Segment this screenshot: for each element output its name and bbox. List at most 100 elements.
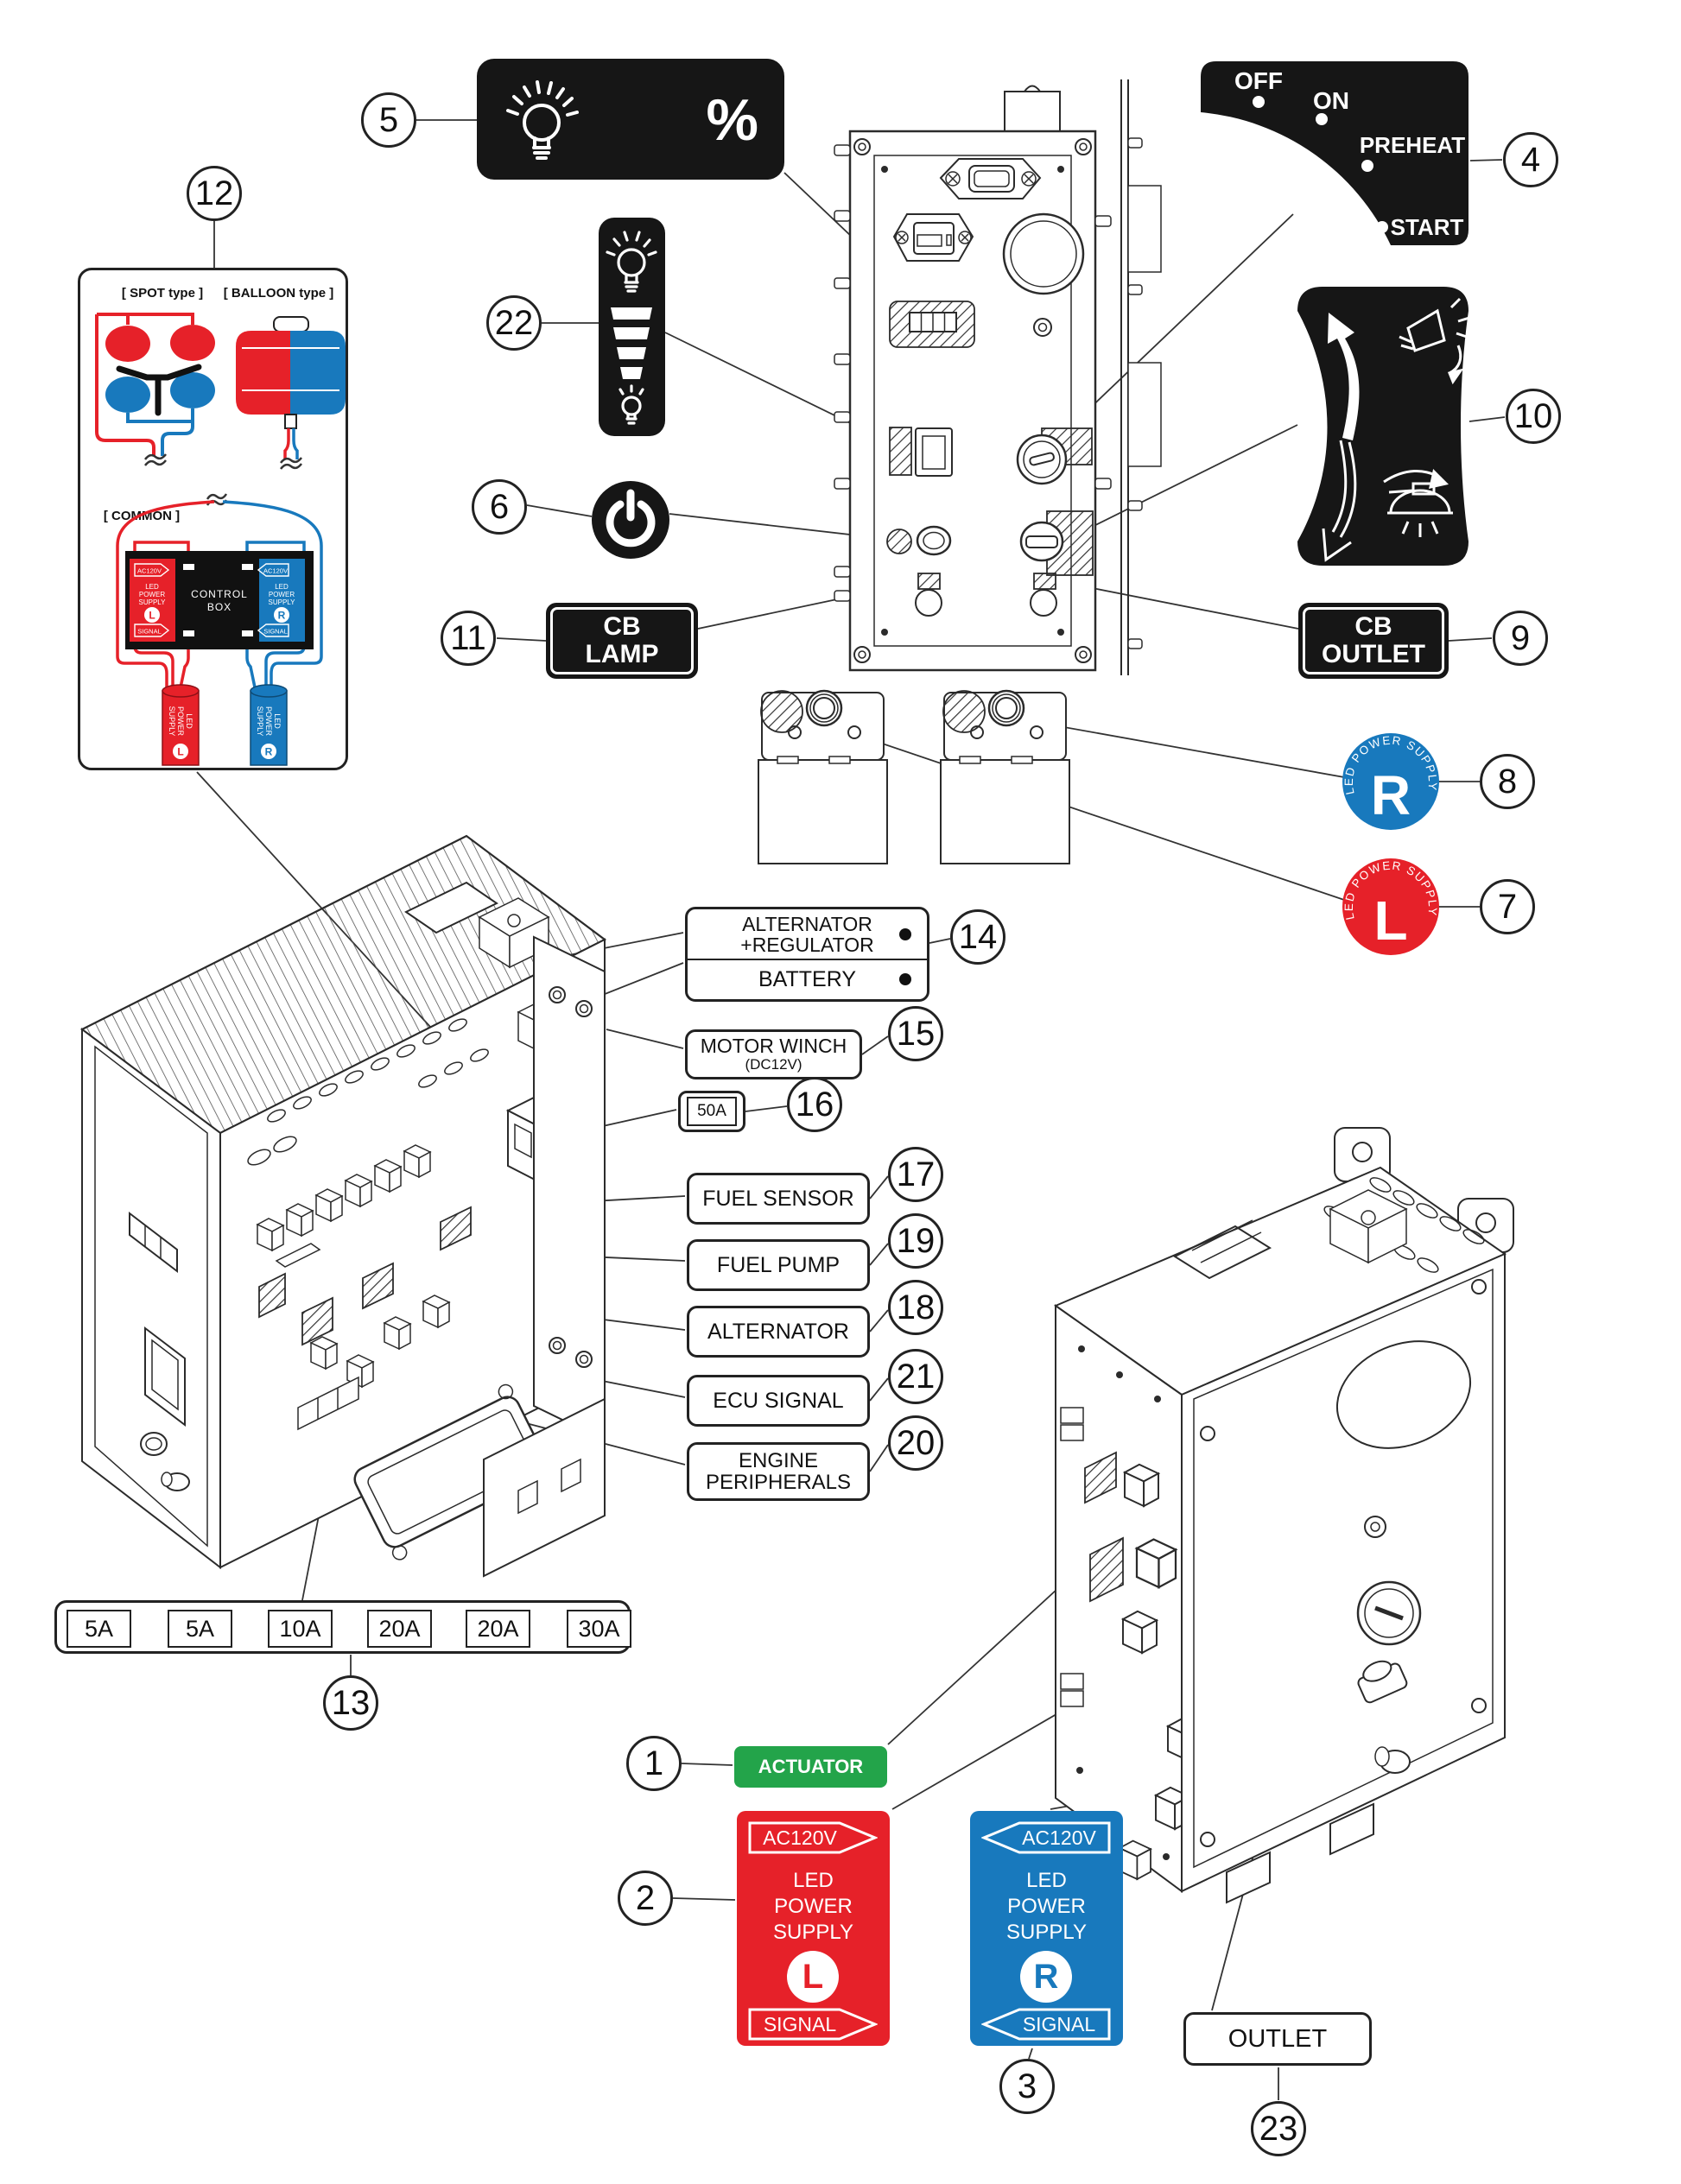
- callout-14: 14: [950, 909, 1005, 965]
- outlet-label: OUTLET: [1183, 2012, 1372, 2066]
- led-text: LED: [1026, 1869, 1067, 1892]
- ac120v-tab: AC120V: [137, 567, 162, 575]
- balloon-type-diagram: [236, 316, 346, 470]
- supply-text: SUPPLY: [269, 598, 296, 606]
- control-box-line1: CONTROL: [191, 588, 248, 600]
- ac120v-tab: AC120V: [263, 567, 288, 575]
- motor-winch-text: MOTOR WINCH: [700, 1035, 847, 1057]
- main-rocker-switch: [144, 1326, 186, 1428]
- fuse-20a: 20A: [466, 1610, 530, 1648]
- fuse-rating-strip: 5A 5A 10A 20A 20A 30A: [54, 1600, 631, 1654]
- signal-tab: SIGNAL: [263, 628, 288, 636]
- socket-plates-drawing: [758, 689, 1070, 864]
- led-power-supply-cylinder-red: LED POWER SUPPLY L: [162, 684, 200, 766]
- signal-text: SIGNAL: [764, 2013, 837, 2035]
- power-text: POWER: [264, 706, 273, 737]
- supply-text: SUPPLY: [256, 706, 264, 737]
- top-terminal-block: [478, 897, 550, 969]
- arrow-up-icon: [1328, 313, 1360, 440]
- engine-peripherals-label: ENGINE PERIPHERALS: [687, 1442, 870, 1501]
- display-connector: [892, 213, 974, 262]
- alternator-regulator-line2: +REGULATOR: [740, 933, 874, 956]
- front-panel-drawing: [834, 79, 1162, 675]
- power-button-cutout: [886, 525, 952, 556]
- callout-1: 1: [626, 1736, 682, 1791]
- battery-label: BATTERY: [758, 967, 856, 991]
- callout-11: 11: [441, 611, 496, 666]
- wire-break: [280, 457, 302, 464]
- signal-tab: SIGNAL: [137, 628, 162, 636]
- cb-lamp-label: CB LAMP: [546, 603, 698, 679]
- callout-21: 21: [888, 1349, 943, 1404]
- lamp-wiring-panel: [ SPOT type ] [ BALLOON type ] [ COMMON …: [78, 268, 348, 770]
- spotlight-up-icon: [1399, 297, 1468, 385]
- callout-2: 2: [618, 1871, 673, 1926]
- box-mounting-bracket: [483, 935, 606, 1578]
- alternator-text: ALTERNATOR: [707, 1319, 849, 1344]
- callout-9: 9: [1493, 611, 1548, 666]
- letter-l: L: [177, 746, 183, 758]
- corner-screws: [853, 138, 1092, 663]
- breaker-50a-label: 50A: [678, 1091, 745, 1132]
- spot-lamp-red: [105, 326, 150, 362]
- supply-text: SUPPLY: [773, 1921, 853, 1944]
- cb-outlet-label: CB OUTLET: [1298, 603, 1449, 679]
- led-power-supply-cylinder-blue: LED POWER SUPPLY R: [250, 684, 288, 766]
- callout-4: 4: [1503, 132, 1558, 187]
- socket-plate-left: [758, 689, 888, 864]
- wire-break: [206, 493, 228, 500]
- brightness-percent-label: %: [477, 59, 784, 180]
- key-switch: [1016, 427, 1093, 485]
- callout-10: 10: [1506, 389, 1561, 444]
- spot-lamp-red: [170, 325, 215, 361]
- badge-letter-r: R: [1371, 764, 1411, 826]
- signal-text: SIGNAL: [1023, 2013, 1096, 2035]
- fuse-5a: 5A: [67, 1610, 131, 1648]
- key-switch-label: OFF ON PREHEAT START: [1201, 61, 1468, 245]
- led-power-supply-l-badge: LED POWER SUPPLY L: [1342, 858, 1439, 955]
- callout-13: 13: [323, 1675, 378, 1731]
- indicator-dot: [899, 928, 911, 940]
- letter-l: L: [802, 1957, 824, 1996]
- led-driver-red: AC120V LED POWER SUPPLY L SIGNAL: [130, 559, 175, 642]
- fuse-5a: 5A: [168, 1610, 232, 1648]
- ac120v-text: AC120V: [1022, 1826, 1096, 1849]
- key-position-start: START: [1391, 214, 1464, 240]
- actuator-text: ACTUATOR: [758, 1756, 864, 1777]
- spot-lamp-blue: [105, 377, 150, 413]
- breaker-50a-text: 50A: [697, 1102, 726, 1120]
- panel-top-bracket: [1004, 91, 1061, 132]
- outlet-text: OUTLET: [1227, 2024, 1328, 2053]
- signal-arrow-left: SIGNAL: [981, 2008, 1111, 2041]
- cb-outlet-cutout: [1030, 573, 1057, 617]
- floodlight-down-icon: [1383, 469, 1453, 537]
- interior-toggle: [1357, 1660, 1408, 1704]
- badge-letter-l: L: [1373, 889, 1407, 952]
- indicator-dot: [899, 973, 911, 985]
- front-panel-face: [848, 130, 1097, 672]
- fuel-sensor-label: FUEL SENSOR: [687, 1173, 870, 1225]
- led-power-supply-r-label: AC120V LED POWER SUPPLY R SIGNAL: [970, 1811, 1123, 2046]
- power-icon: [606, 489, 656, 548]
- callout-15: 15: [888, 1006, 943, 1061]
- letter-r: R: [278, 610, 286, 622]
- supply-text: SUPPLY: [1006, 1921, 1087, 1944]
- engine-peripherals-line1: ENGINE: [738, 1449, 818, 1472]
- socket-plate-right: [940, 689, 1070, 864]
- motor-winch-label: MOTOR WINCH (DC12V): [685, 1029, 862, 1079]
- engine-peripherals-line2: PERIPHERALS: [705, 1471, 852, 1494]
- cb-outlet-line1: CB: [1354, 612, 1392, 641]
- dsub-connector: [939, 158, 1042, 199]
- dimmer-icon: [606, 231, 657, 425]
- alternator-label: ALTERNATOR: [687, 1306, 870, 1358]
- fuse-20a: 20A: [367, 1610, 432, 1648]
- side-bolts: [834, 144, 1112, 602]
- led-text: LED: [185, 713, 193, 729]
- callout-17: 17: [888, 1147, 943, 1202]
- supply-text: SUPPLY: [139, 598, 167, 606]
- callout-23: 23: [1251, 2101, 1306, 2156]
- fuel-pump-text: FUEL PUMP: [716, 1252, 840, 1277]
- brightness-display-cutout: [889, 301, 975, 348]
- right-control-box-drawing: [1053, 1127, 1514, 1904]
